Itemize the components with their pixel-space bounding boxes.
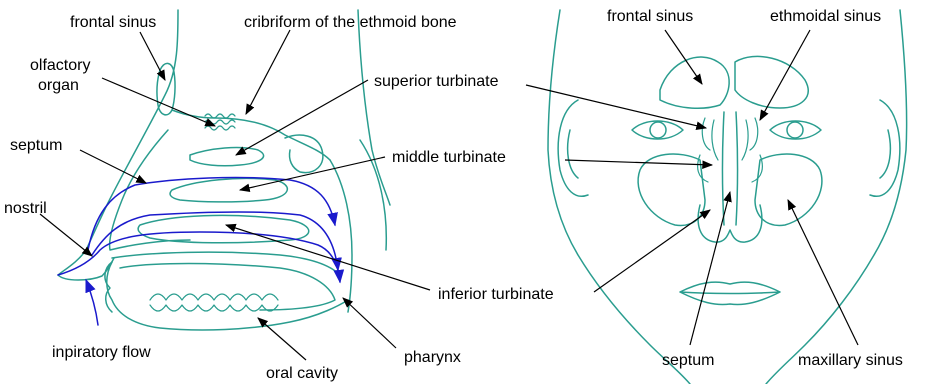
leader-ethmoidal-sinus	[760, 30, 810, 120]
label-inferior-turbinate: inferior turbinate	[438, 286, 554, 303]
right-eye	[770, 121, 821, 139]
label-nostril: nostril	[4, 200, 47, 217]
superior-turbinate-shape	[190, 148, 264, 166]
frontal-sinus-shape	[157, 63, 175, 114]
face-outline-right	[766, 10, 907, 384]
tongue-outline	[120, 264, 335, 311]
labels: frontal sinus cribriform of the ethmoid …	[4, 8, 903, 382]
label-middle-turbinate: middle turbinate	[392, 149, 506, 166]
nose-base	[698, 205, 762, 242]
leader-inferior-turbinate-right	[594, 210, 710, 292]
posterior-nasal-wall	[285, 135, 323, 172]
label-septum-left: septum	[10, 137, 62, 154]
inferior-turbinate-shape	[138, 215, 309, 242]
label-olfactory-line2: organ	[38, 77, 79, 94]
maxillary-sinus-right	[755, 154, 822, 225]
frontal-sinus-left-lobe	[660, 57, 729, 108]
neck-outline	[358, 10, 390, 205]
right-iris	[787, 122, 803, 138]
leader-septum-right	[690, 192, 730, 345]
left-iris	[650, 122, 666, 138]
ethmoid-cells-left	[698, 118, 718, 182]
label-maxillary-sinus: maxillary sinus	[798, 352, 903, 369]
ethmoid-cells-right	[742, 118, 762, 182]
lower-teeth-row	[150, 305, 278, 311]
label-olfactory-line1: olfactory	[30, 57, 90, 74]
right-ear	[870, 100, 900, 196]
mouth	[680, 282, 780, 304]
inspiratory-flow-arrows	[58, 178, 340, 325]
leader-middle-turbinate-right	[565, 160, 712, 165]
label-pharynx: pharynx	[404, 349, 461, 366]
nasal-septum-shape	[723, 112, 738, 225]
leader-maxillary-sinus	[788, 200, 858, 345]
leader-oral-cavity	[258, 318, 306, 360]
label-ethmoidal-sinus: ethmoidal sinus	[770, 8, 881, 25]
middle-turbinate-shape	[170, 178, 287, 201]
leader-cribriform	[246, 30, 290, 114]
label-oral-cavity: oral cavity	[266, 365, 338, 382]
label-frontal-sinus-right: frontal sinus	[607, 8, 693, 25]
leader-olfactory-organ	[102, 78, 215, 126]
left-ear	[558, 100, 588, 196]
cribriform-plate	[205, 114, 235, 130]
leader-septum-left	[80, 150, 146, 183]
pharynx-wall	[330, 140, 386, 312]
face-outline-left	[548, 10, 690, 384]
label-cribriform: cribriform of the ethmoid bone	[244, 14, 457, 31]
label-superior-turbinate: superior turbinate	[374, 73, 499, 90]
upper-teeth-row	[150, 294, 278, 300]
leader-nostril	[40, 214, 92, 256]
label-frontal-sinus-left: frontal sinus	[70, 14, 156, 31]
leader-frontal-sinus-left	[140, 32, 165, 80]
flow-arrow-inlet	[86, 280, 98, 325]
leader-middle-turbinate	[240, 157, 385, 190]
label-inspiratory-flow: inpiratory flow	[52, 344, 151, 361]
leader-inferior-turbinate	[226, 225, 430, 290]
label-septum-right: septum	[662, 352, 714, 369]
frontal-face	[548, 10, 907, 384]
left-eye	[632, 121, 683, 139]
leader-pharynx	[343, 298, 396, 348]
